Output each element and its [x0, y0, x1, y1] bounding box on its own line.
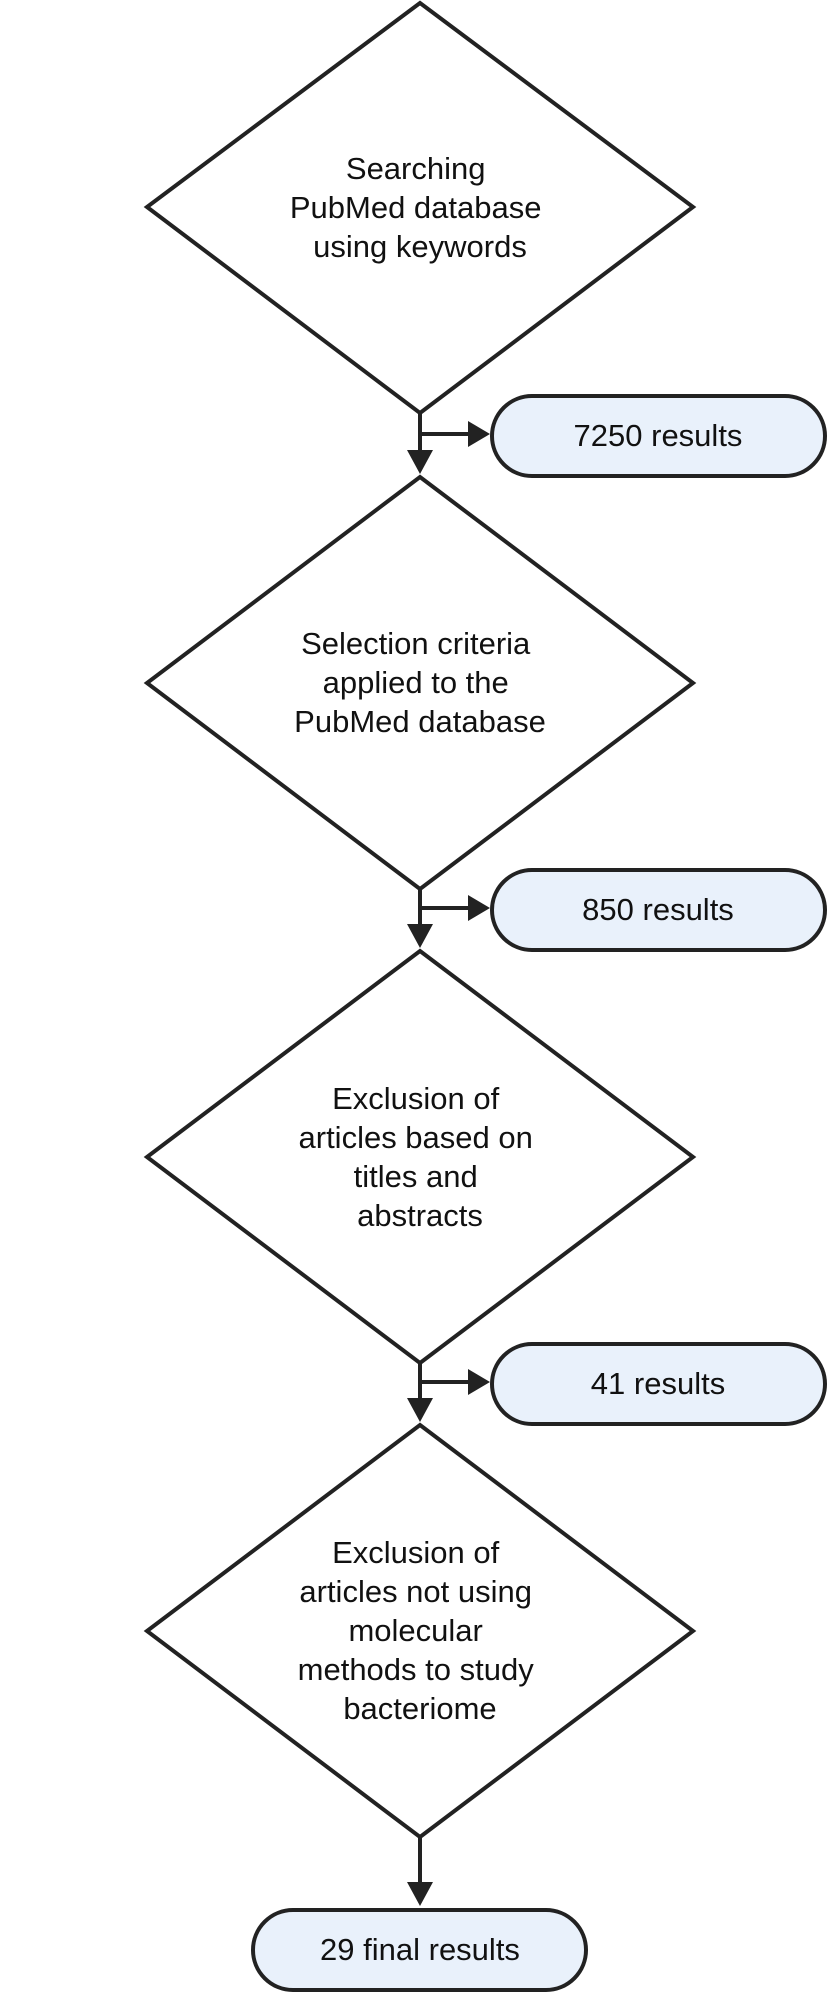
step-3-line-3: titles and	[354, 1159, 478, 1194]
step-4-line-2: articles not using	[299, 1574, 532, 1609]
step-1-line-2: PubMed database	[290, 190, 542, 225]
step-4-decision: Exclusion of articles not using molecula…	[143, 1422, 697, 1840]
step-4-label: Exclusion of articles not using molecula…	[298, 1535, 543, 1726]
step-3-result-pill	[490, 1342, 827, 1426]
step-3-diamond	[143, 948, 697, 1366]
final-result-pill	[251, 1908, 588, 1992]
step-3-branch-arrowhead	[468, 1369, 490, 1395]
step-2-line-2: applied to the	[323, 665, 509, 700]
step-3-line-2: articles based on	[299, 1120, 533, 1155]
final-result: 29 final results	[251, 1908, 588, 1992]
step-1-result-label: 7250 results	[574, 418, 743, 453]
final-result-label: 29 final results	[320, 1932, 520, 1967]
step-1-line-3: using keywords	[313, 229, 527, 264]
step-2-result-pill	[490, 868, 827, 952]
step-4-to-final-arrowhead	[407, 1882, 433, 1906]
step-2-line-3: PubMed database	[294, 704, 546, 739]
step-4-line-5: bacteriome	[343, 1691, 496, 1726]
step-2-decision: Selection criteria applied to the PubMed…	[143, 474, 697, 892]
step-1-label: Searching PubMed database using keywords	[290, 151, 550, 264]
step-1-result: 7250 results	[490, 394, 827, 478]
step-2-label: Selection criteria applied to the PubMed…	[294, 626, 546, 739]
step-2-result: 850 results	[490, 868, 827, 952]
step-3-line-1: Exclusion of	[332, 1081, 500, 1116]
step-2-to-3-arrowhead	[407, 924, 433, 948]
step-3-result: 41 results	[490, 1342, 827, 1426]
step-4-line-4: methods to study	[298, 1652, 535, 1687]
step-3-label: Exclusion of articles based on titles an…	[299, 1081, 542, 1233]
step-3-result-label: 41 results	[591, 1366, 725, 1401]
step-2-line-1: Selection criteria	[301, 626, 531, 661]
step-2-branch-arrowhead	[468, 895, 490, 921]
step-1-branch-arrowhead	[468, 421, 490, 447]
step-1-line-1: Searching	[346, 151, 486, 186]
step-3-to-4-arrowhead	[407, 1398, 433, 1422]
step-2-result-label: 850 results	[582, 892, 734, 927]
step-1-to-2-arrowhead	[407, 450, 433, 474]
step-4-line-1: Exclusion of	[332, 1535, 500, 1570]
step-1-decision: Searching PubMed database using keywords	[143, 0, 697, 416]
step-1-result-pill	[490, 394, 827, 478]
step-3-line-4: abstracts	[357, 1198, 483, 1233]
step-4-line-3: molecular	[348, 1613, 482, 1648]
step-3-decision: Exclusion of articles based on titles an…	[143, 948, 697, 1366]
